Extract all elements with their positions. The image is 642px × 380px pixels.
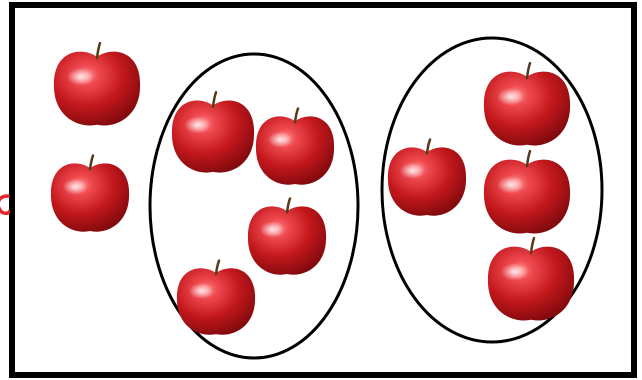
apple-highlight: [400, 163, 425, 179]
apple-body: [488, 247, 574, 321]
apple-body: [177, 268, 255, 335]
apple-highlight: [268, 132, 293, 148]
apple-right-oval-1: [484, 63, 570, 145]
apple-body: [54, 52, 140, 126]
apple-highlight: [184, 117, 210, 134]
apple-highlight: [497, 88, 525, 106]
apple-middle-oval-4: [177, 261, 255, 335]
apple-body: [256, 116, 334, 184]
apple-body: [484, 160, 570, 234]
apple-body: [248, 206, 326, 274]
apple-right-oval-2: [388, 140, 466, 216]
apple-middle-oval-3: [248, 199, 326, 275]
apple-right-oval-4: [488, 238, 574, 320]
apple-highlight: [260, 222, 285, 238]
apple-highlight: [501, 263, 529, 281]
apple-highlight: [67, 68, 95, 86]
apple-highlight: [63, 179, 88, 195]
apple-middle-oval-1: [172, 92, 254, 172]
apple-highlight: [497, 176, 525, 194]
edge-mark: [0, 190, 10, 218]
apple-body: [388, 147, 466, 215]
apple-highlight: [189, 283, 214, 299]
apple-ungrouped-1: [54, 43, 140, 125]
apple-body: [484, 72, 570, 146]
apple-ungrouped-2: [51, 156, 129, 232]
apple-middle-oval-2: [256, 109, 334, 185]
apple-body: [51, 163, 129, 231]
apple-body: [172, 101, 254, 173]
apple-right-oval-3: [484, 151, 570, 233]
